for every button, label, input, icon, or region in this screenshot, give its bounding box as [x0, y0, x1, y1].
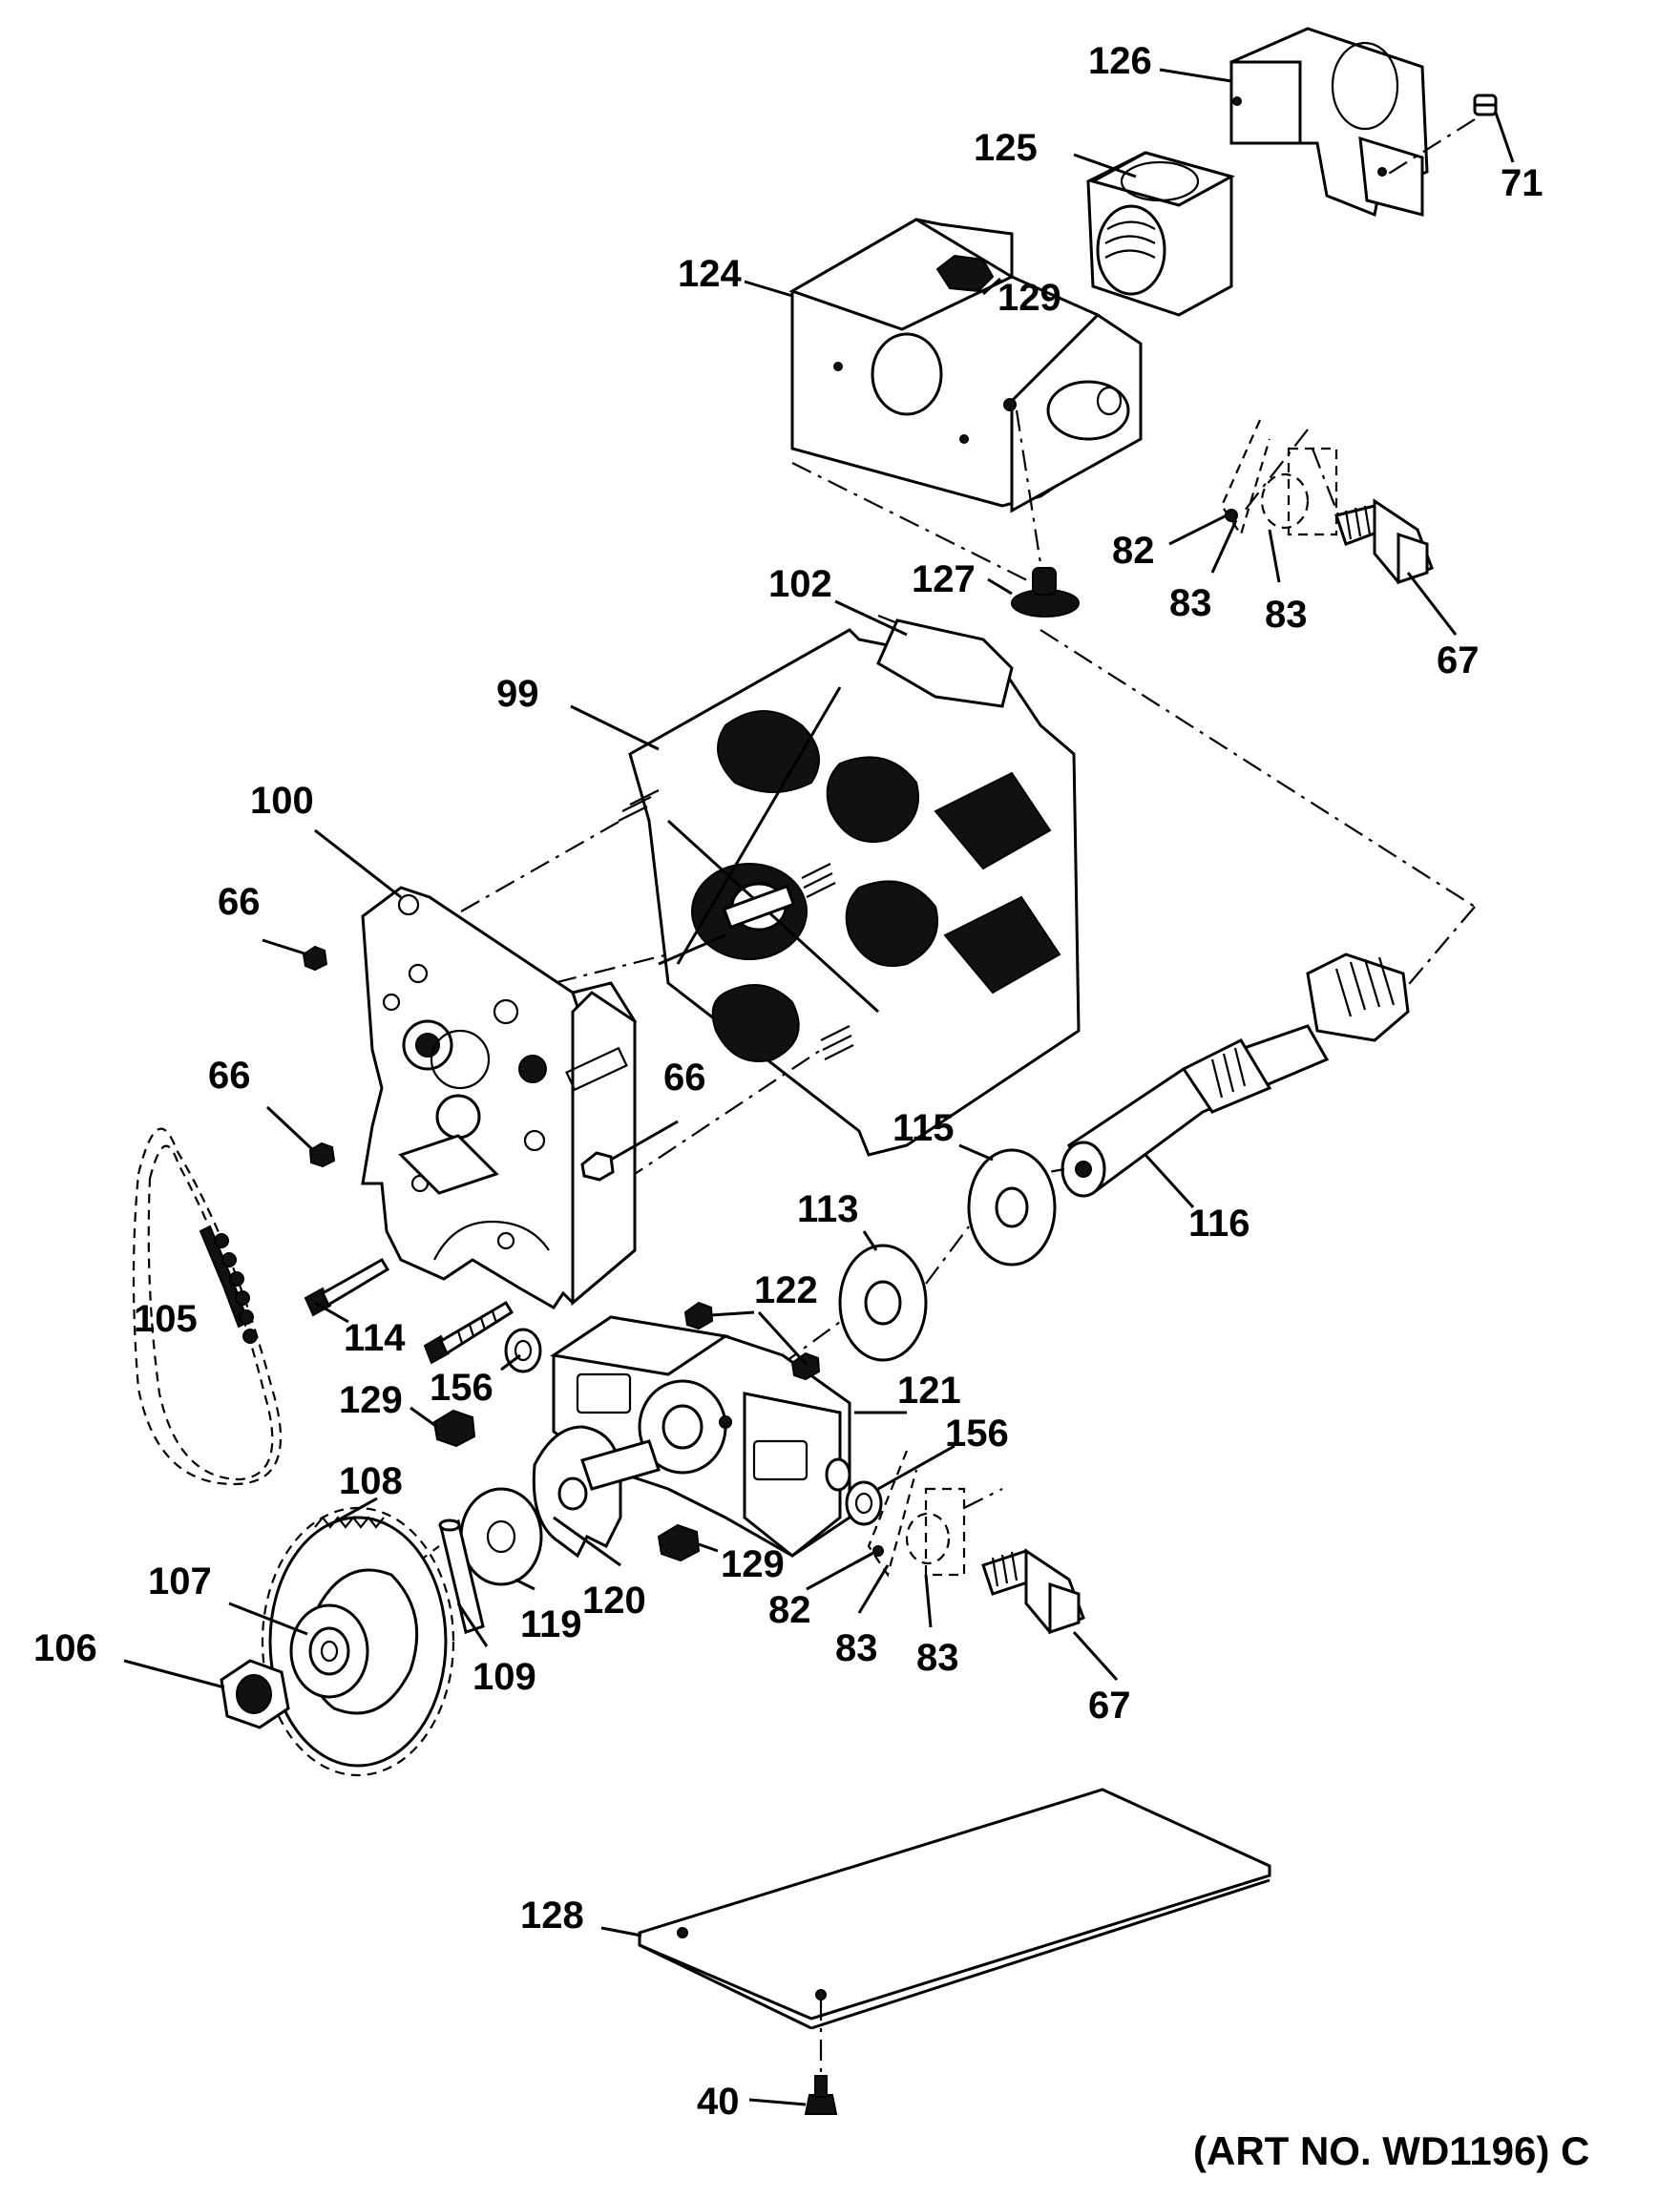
foot-127 [1011, 567, 1080, 618]
label-82-upper: 82 [1112, 530, 1155, 572]
washer-113 [838, 1244, 928, 1362]
label-82-lower: 82 [768, 1589, 811, 1631]
label-71: 71 [1501, 162, 1544, 204]
label-106: 106 [33, 1627, 97, 1669]
label-67-upper: 67 [1437, 639, 1480, 681]
label-116: 116 [1188, 1203, 1250, 1245]
label-115: 115 [892, 1107, 955, 1149]
part-labels: 126 125 71 124 129 82 83 83 67 127 102 9… [33, 40, 1544, 2123]
chain-105 [132, 1127, 283, 1486]
nut-66-a [302, 945, 328, 972]
sleeve-120 [532, 1425, 661, 1559]
nut-122-a [683, 1301, 714, 1330]
label-40: 40 [697, 2081, 740, 2123]
screw-40 [804, 2075, 838, 2115]
screw-114 [304, 1257, 390, 1317]
label-156-b: 156 [945, 1413, 1009, 1455]
label-66-a: 66 [218, 881, 261, 923]
label-127: 127 [912, 558, 976, 600]
washer-156-a [504, 1328, 542, 1373]
label-83-upper-b: 83 [1265, 594, 1308, 636]
gearcase-121 [550, 1315, 851, 1558]
screw-114-b [423, 1300, 514, 1365]
label-126: 126 [1088, 40, 1152, 82]
label-128: 128 [520, 1895, 584, 1937]
label-124: 124 [678, 253, 742, 295]
label-66-b: 66 [208, 1055, 251, 1097]
bearing-block-125 [1086, 151, 1235, 317]
hub-107 [289, 1603, 369, 1699]
washer-156-b [845, 1480, 883, 1526]
shaft-116 [1060, 953, 1410, 1198]
bolt-67-upper [1334, 498, 1434, 585]
plate-128 [638, 1788, 1271, 2030]
leader-lines [123, 68, 1515, 2106]
nut-66-c [580, 1151, 615, 1182]
housing-124 [788, 218, 1143, 513]
label-156-a: 156 [430, 1367, 494, 1409]
nut-129-mid [432, 1409, 476, 1448]
label-83-upper-a: 83 [1169, 582, 1212, 624]
label-129-top: 129 [998, 277, 1061, 319]
nut-66-b [308, 1141, 336, 1168]
nut-106 [220, 1659, 290, 1729]
label-102: 102 [768, 563, 832, 605]
label-114: 114 [344, 1317, 406, 1359]
label-83-lower-a: 83 [835, 1627, 878, 1669]
screw-71 [1473, 94, 1498, 116]
nut-129-low [657, 1523, 701, 1562]
label-105: 105 [134, 1298, 198, 1340]
pin-109 [438, 1518, 485, 1634]
washer-82-83-upper [1220, 419, 1338, 537]
bracket-126 [1229, 27, 1429, 218]
label-99: 99 [496, 673, 539, 715]
washer-119 [459, 1487, 543, 1586]
label-120: 120 [582, 1580, 646, 1622]
nut-129-top [935, 254, 995, 293]
label-113: 113 [797, 1188, 859, 1230]
washer-115 [967, 1148, 1057, 1267]
label-129-mid: 129 [339, 1379, 403, 1421]
label-122: 122 [754, 1269, 818, 1311]
motor-99 [618, 618, 1081, 1157]
label-100: 100 [250, 780, 314, 822]
label-129-low: 129 [721, 1543, 785, 1585]
washer-82-83-lower [867, 1450, 966, 1578]
art-number: (ART NO. WD1196) C [1193, 2128, 1589, 2173]
bracket-100 [361, 886, 638, 1309]
label-83-lower-b: 83 [916, 1637, 959, 1679]
label-66-c: 66 [663, 1057, 706, 1099]
label-109: 109 [472, 1656, 536, 1698]
label-125: 125 [974, 127, 1038, 169]
label-108: 108 [339, 1460, 403, 1502]
nut-122-b [790, 1351, 821, 1381]
label-121: 121 [897, 1370, 961, 1412]
bolt-67-lower [981, 1548, 1085, 1635]
label-119: 119 [520, 1603, 582, 1645]
label-107: 107 [148, 1560, 212, 1602]
label-67-lower: 67 [1088, 1685, 1131, 1727]
